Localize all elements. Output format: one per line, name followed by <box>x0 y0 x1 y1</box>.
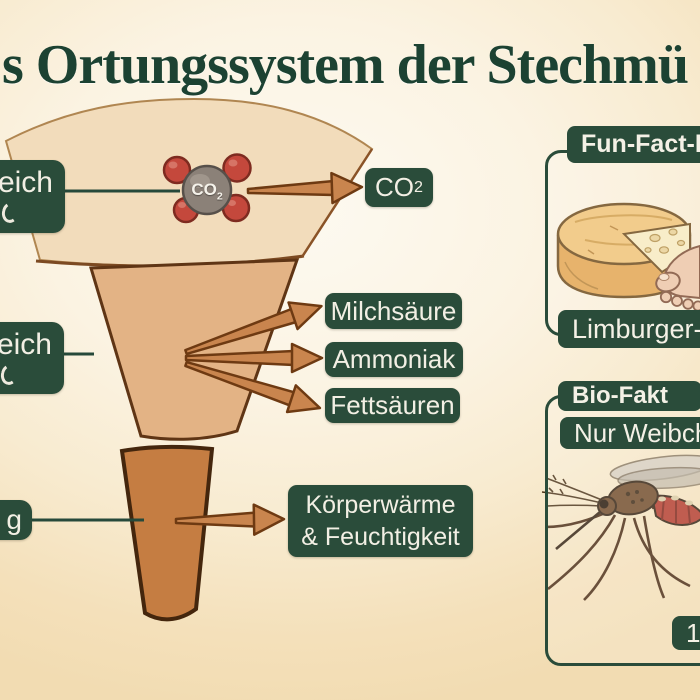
stage-label-landing-text: g <box>6 503 22 535</box>
foot-icon <box>655 244 700 312</box>
cue-milchsaeure-text: Milchsäure <box>330 295 457 326</box>
co2-molecule-icon <box>162 153 252 224</box>
molecule-formula-sub: 2 <box>216 190 223 203</box>
cue-fettsaeuren: Fettsäuren <box>325 388 460 423</box>
cue-koerperwaerme: Körperwärme & Feuchtigkeit <box>288 485 473 557</box>
bio-fact-note-text: Nur Weibche <box>574 417 700 448</box>
fun-fact-box <box>545 150 700 336</box>
stage-label-landing: g <box>0 500 32 540</box>
funnel-stem-section <box>119 444 215 622</box>
arrow-milchsaeure-icon <box>184 301 323 356</box>
stage-label-near-text: eich <box>0 328 52 361</box>
arrow-co2-icon <box>246 171 364 205</box>
mosquito-icon <box>541 454 700 601</box>
bio-fact-badge: 15 <box>672 616 700 650</box>
mosquito-eye <box>599 499 609 509</box>
mosquito-proboscis <box>555 511 601 550</box>
funnel-top-right-edge <box>300 148 374 258</box>
cue-co2-sub: 2 <box>414 178 423 196</box>
stage-label-far-text: eich <box>0 166 53 199</box>
stage-label-far-range: eich <box>0 160 65 233</box>
bio-fact-note: Nur Weibche <box>560 417 700 449</box>
fun-fact-caption-text: Limburger-K <box>572 313 700 344</box>
fun-fact-caption: Limburger-K <box>558 310 700 348</box>
cue-ammoniak: Ammoniak <box>325 342 463 377</box>
bio-fact-badge-text: 15 <box>686 617 700 648</box>
bio-fact-box-header-text: Bio-Fakt <box>572 382 668 409</box>
arrow-ammoniak-icon <box>184 342 324 374</box>
cue-koerperwaerme-line1: Körperwärme <box>305 490 456 519</box>
page-title: s Ortungssystem der Stechmü <box>2 34 689 96</box>
text-fragment <box>0 362 20 387</box>
molecule-formula: CO2 <box>177 180 237 202</box>
cue-koerperwaerme-line2: & Feuchtigkeit <box>301 523 460 551</box>
arrows <box>174 171 364 536</box>
cue-fettsaeuren-text: Fettsäuren <box>330 390 455 420</box>
cue-ammoniak-text: Ammoniak <box>332 344 456 374</box>
stage-label-near-range: eich <box>0 322 64 394</box>
cue-co2-text: CO <box>375 172 415 202</box>
fun-fact-box-header: Fun-Fact-Bo <box>567 126 700 163</box>
fun-fact-box-header-text: Fun-Fact-Bo <box>581 130 700 158</box>
text-fragment <box>0 200 21 225</box>
arrow-fettsaeuren-icon <box>184 360 322 414</box>
cue-milchsaeure: Milchsäure <box>325 293 462 329</box>
bio-fact-box-header: Bio-Fakt <box>558 381 700 411</box>
molecule-formula-text: CO <box>191 180 217 199</box>
arrow-koerperwaerme-icon <box>174 503 286 536</box>
